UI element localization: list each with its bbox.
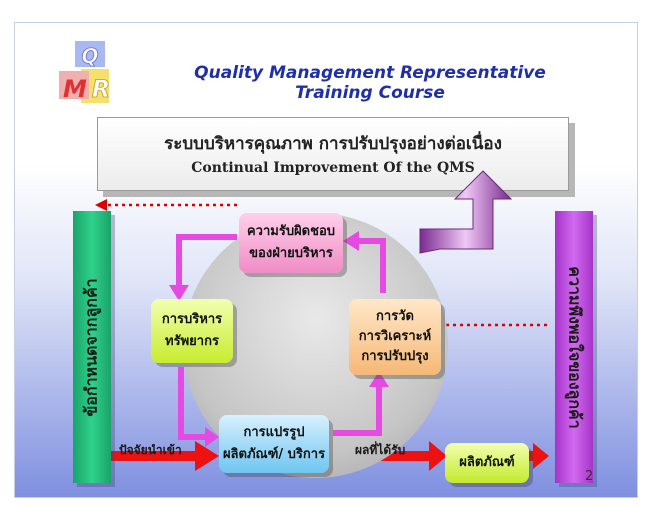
box-line: การบริหาร [161, 312, 223, 327]
slide: Q M R Quality Management Representative … [14, 22, 638, 498]
box-line: ผลิตภัณฑ์/ บริการ [222, 447, 326, 462]
resource-management-box: การบริหารทรัพยากร [151, 299, 233, 363]
measurement-analysis-box: การวัดการวิเคราะห์การปรับปรุง [349, 299, 441, 375]
box-line: ของฝ่ายบริหาร [249, 246, 333, 261]
svg-text:R: R [92, 75, 110, 103]
to-satisfaction-arrow-head [533, 443, 549, 469]
box-line: ทรัพยากร [165, 334, 219, 349]
cycle-arrow-product-to-measure [333, 383, 382, 436]
cycle-arrow-mgmt-to-resources [176, 234, 237, 289]
cycle-arrow-measure-to-mgmt [355, 238, 386, 293]
cycle-arrow-resources-to-product [178, 367, 207, 440]
product-realization-box: การแปรรูปผลิตภัณฑ์/ บริการ [219, 415, 329, 473]
box-line: การปรับปรุง [361, 349, 429, 364]
customer-requirements-bar: ข้อกำหนดจากลูกค้า [73, 211, 111, 483]
improvement-up-arrow [419, 170, 513, 254]
page-number: 2 [585, 469, 594, 484]
input-label: ปัจจัยนำเข้า [119, 443, 182, 457]
customer-satisfaction-bar: ความพึงพอใจของลูกค้า [555, 211, 593, 483]
svg-text:Q: Q [81, 44, 98, 68]
banner-english-text: Continual Improvement Of the QMS [191, 160, 475, 176]
box-line: ความรับผิดชอบ [246, 224, 336, 239]
svg-text:M: M [63, 75, 87, 103]
management-responsibility-box: ความรับผิดชอบของฝ่ายบริหาร [239, 213, 343, 273]
box-line: การแปรรูป [243, 425, 305, 440]
title-line-2: Training Course [295, 83, 445, 103]
product-output-box: ผลิตภัณฑ์ [445, 443, 529, 483]
box-line: การวิเคราะห์ [358, 329, 432, 344]
output-arrow-head [429, 441, 447, 471]
banner-thai-text: ระบบบริหารคุณภาพ การปรับปรุงอย่างต่อเนื่… [164, 134, 502, 154]
box-line: ผลิตภัณฑ์ [459, 455, 515, 470]
box-line: การวัด [376, 309, 414, 324]
output-label: ผลที่ได้รับ [355, 443, 406, 457]
input-arrow-shaft [97, 451, 197, 461]
to-satisfaction-arrow-shaft [523, 451, 537, 461]
input-arrow-head [195, 441, 219, 471]
qmr-logo: Q M R [59, 41, 111, 103]
title-line-1: Quality Management Representative [194, 63, 546, 83]
cycle-arrows [169, 231, 389, 447]
